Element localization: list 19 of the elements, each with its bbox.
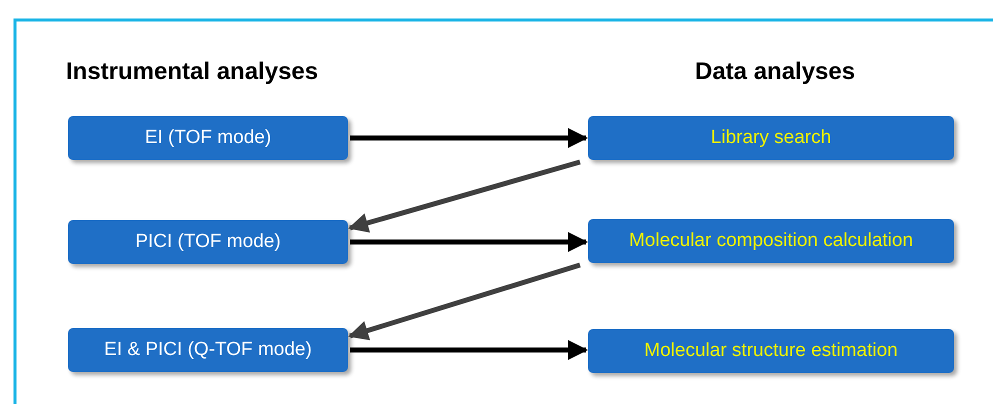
box-label: PICI (TOF mode): [135, 231, 281, 253]
process-box: [588, 219, 954, 263]
process-box: [588, 116, 954, 160]
arrow: [348, 262, 581, 340]
box-label: EI & PICI (Q-TOF mode): [104, 339, 312, 361]
column-heading: Data analyses: [695, 58, 856, 86]
process-box: [588, 329, 954, 373]
box-label: Molecular structure estimation: [644, 340, 898, 362]
process-box: [68, 328, 348, 372]
box-label: Molecular composition calculation: [628, 230, 914, 252]
arrow: [350, 340, 588, 360]
column-heading: Instrumental analyses: [66, 58, 318, 86]
arrow: [348, 160, 581, 233]
arrow: [350, 128, 588, 148]
box-label: Library search: [710, 127, 832, 149]
box-label: EI (TOF mode): [144, 127, 272, 149]
arrow: [350, 232, 588, 252]
process-box: [68, 220, 348, 264]
process-box: [68, 116, 348, 160]
